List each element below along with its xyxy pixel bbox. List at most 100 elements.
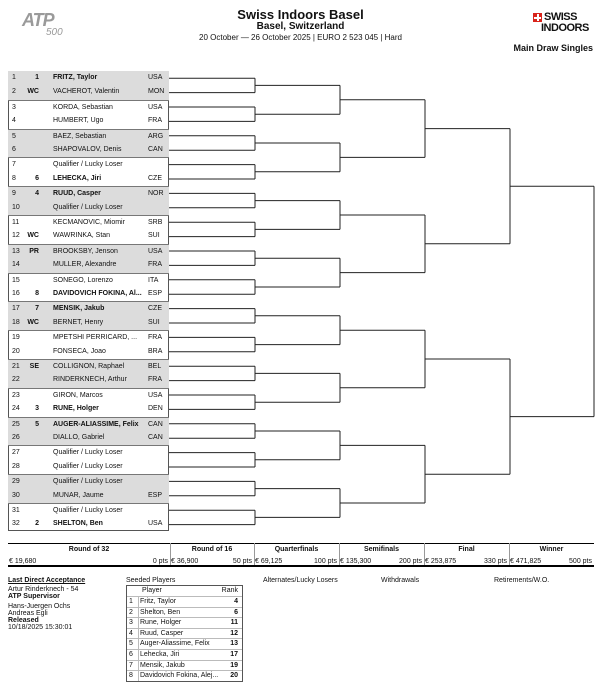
seed-label: 1 <box>35 74 39 81</box>
seeded-player: Mensik, Jakub <box>138 660 225 671</box>
player-name: BERNET, Henry <box>53 318 104 326</box>
prize-points: 330 pts <box>484 558 507 565</box>
prize-money: € 253,875 <box>425 558 457 565</box>
player-country: CAN <box>148 146 163 153</box>
draw-position: 12 <box>12 232 20 240</box>
player-name: Qualifier / Lucky Loser <box>53 478 123 486</box>
player-name: Qualifier / Lucky Loser <box>53 507 123 514</box>
draw-position: 26 <box>12 434 20 441</box>
prize-points: 200 pts <box>399 558 422 565</box>
draw-position: 16 <box>12 290 20 297</box>
draw-position: 11 <box>12 219 20 226</box>
draw-position: 9 <box>12 190 16 198</box>
player-country: USA <box>148 103 163 111</box>
prize-points: 0 pts <box>152 558 168 565</box>
draw-position: 7 <box>12 161 16 169</box>
player-name: GIRON, Marcos <box>53 391 103 399</box>
lda-title: Last Direct Acceptance <box>8 577 86 584</box>
draw-position: 28 <box>12 462 20 470</box>
tournament-title: Swiss Indoors Basel <box>237 7 364 22</box>
player-name: BAEZ, Sebastian <box>53 132 107 140</box>
player-name: RINDERKNECH, Arthur <box>53 376 127 384</box>
player-name: FRITZ, Taylor <box>53 74 98 81</box>
prize-divider <box>254 543 255 565</box>
seed-number: 2 <box>129 608 133 616</box>
prize-round-label: Quarterfinals <box>274 546 319 553</box>
atp-500-logo: ATP 500 <box>22 10 63 38</box>
prize-divider <box>170 543 171 565</box>
tournament-location: Basel, Switzerland <box>256 21 345 32</box>
seed-number: 3 <box>129 619 133 627</box>
draw-position: 27 <box>12 449 20 457</box>
seeded-rank: 19 <box>230 661 238 669</box>
supervisor-1: Hans-Juergen Ochs <box>8 603 71 610</box>
seeded-rank: 4 <box>234 598 238 605</box>
prize-round-label: Final <box>458 546 475 553</box>
player-country: CAN <box>148 420 163 428</box>
player-name: SHAPOVALOV, Denis <box>53 146 122 153</box>
seed-label: WC <box>27 88 39 96</box>
draw-position: 15 <box>12 276 20 284</box>
player-name: BROOKSBY, Jenson <box>53 247 118 255</box>
player-country: CAN <box>148 434 163 441</box>
seeded-rank: 17 <box>230 650 238 658</box>
released-title: Released <box>8 617 39 624</box>
bracket-lines <box>169 77 595 526</box>
player-name: SONEGO, Lorenzo <box>53 276 113 284</box>
seed-label: 4 <box>35 190 39 198</box>
player-country: FRA <box>148 261 162 269</box>
tournament-dates: 20 October — 26 October 2025 | EURO 2 52… <box>199 33 402 42</box>
player-name: Qualifier / Lucky Loser <box>53 161 123 169</box>
player-name: VACHEROT, Valentin <box>53 88 120 96</box>
prize-points: 500 pts <box>569 558 592 565</box>
seeded-rank: 20 <box>230 672 238 680</box>
swiss-indoors-logo: SWISS INDOORS <box>533 11 591 36</box>
seeded-rank: 11 <box>230 619 238 627</box>
seed-label: 8 <box>35 290 39 297</box>
prize-bottom-rule <box>8 565 594 567</box>
seed-number: 1 <box>129 598 133 605</box>
lda-value: Artur Rinderknech - 54 <box>8 586 79 593</box>
draw-position: 21 <box>12 363 20 370</box>
prize-divider <box>509 543 510 565</box>
player-country: BRA <box>148 347 163 355</box>
player-country: FRA <box>148 376 162 384</box>
draw-position: 1 <box>12 74 16 81</box>
player-name: FONSECA, Joao <box>53 347 106 355</box>
prize-money: € 135,300 <box>340 558 372 565</box>
draw-position: 22 <box>12 376 20 384</box>
draw-position: 19 <box>12 334 20 342</box>
player-name: KECMANOVIC, Miomir <box>53 219 125 226</box>
draw-position: 4 <box>12 117 16 125</box>
alternates-title: Alternates/Lucky Losers <box>263 577 338 584</box>
draw-row: 22 RINDERKNECH, Arthur FRA <box>8 373 169 388</box>
draw-position: 8 <box>12 174 16 182</box>
player-country: USA <box>148 74 163 81</box>
seed-label: WC <box>27 318 39 326</box>
prize-money: € 19,680 <box>9 558 37 565</box>
player-country: NOR <box>148 190 164 198</box>
seed-number: 5 <box>129 640 133 648</box>
draw-position: 2 <box>12 88 16 96</box>
draw-position: 32 <box>12 520 20 528</box>
seed-label: 3 <box>35 405 39 413</box>
player-name: DAVIDOVICH FOKINA, Al... <box>53 290 142 297</box>
seeded-rank: 13 <box>230 640 238 648</box>
